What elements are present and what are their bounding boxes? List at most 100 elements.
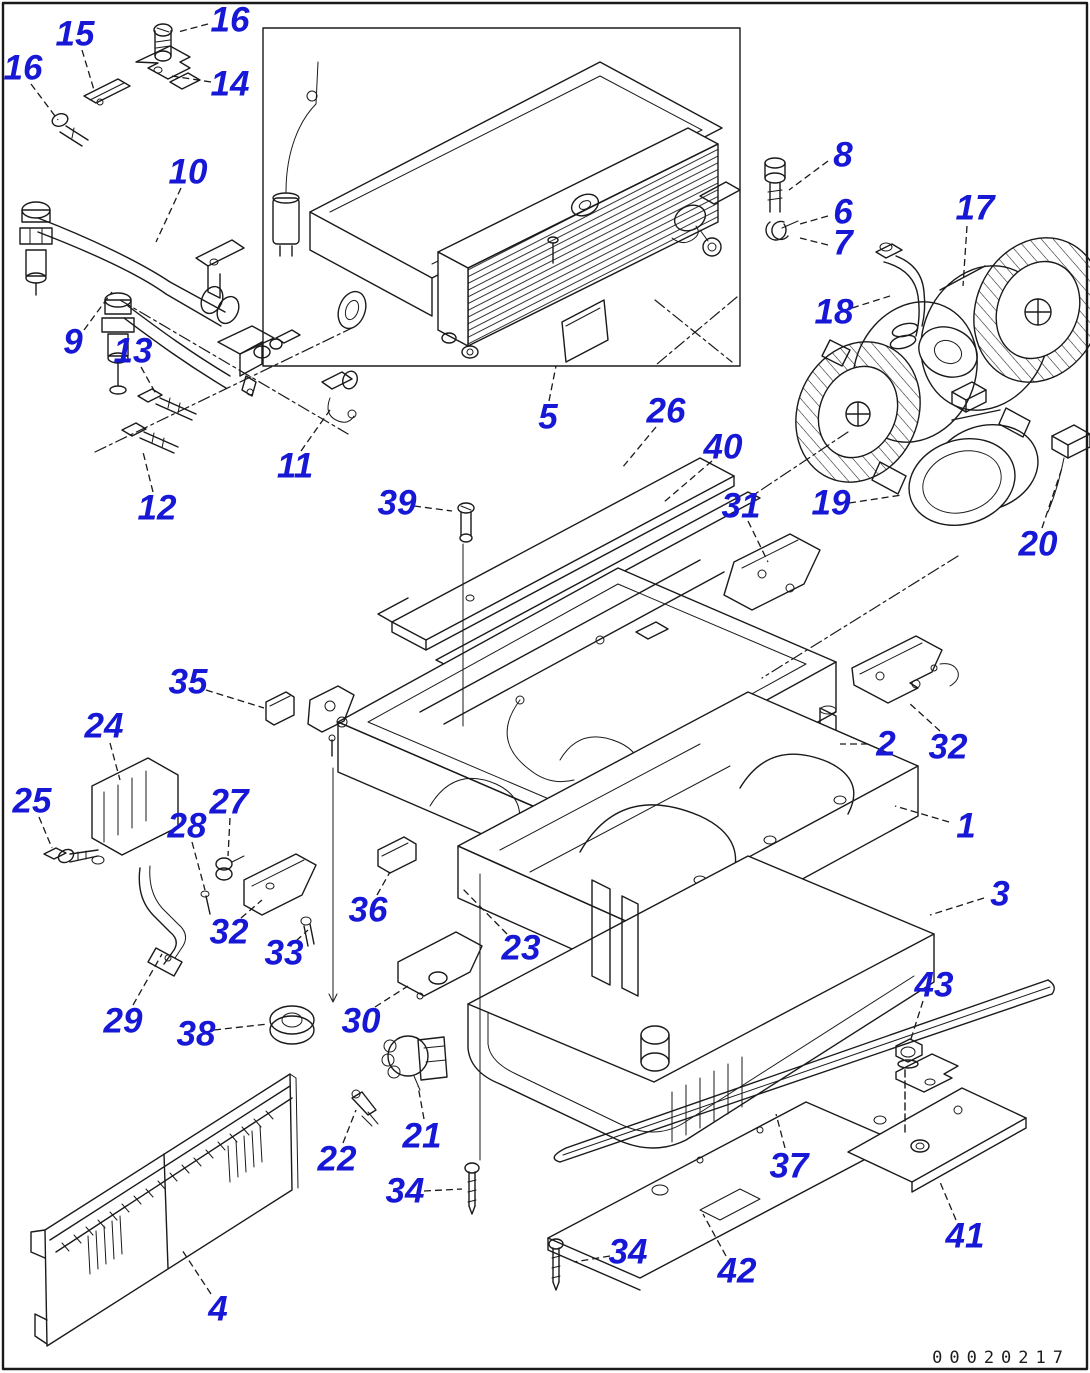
- part-face-panel: [30, 1073, 299, 1347]
- callout-16-top[interactable]: 16: [211, 1, 250, 40]
- callout-13[interactable]: 13: [114, 332, 153, 371]
- callout-14[interactable]: 14: [211, 65, 250, 104]
- callout-12[interactable]: 12: [138, 489, 177, 528]
- part-heater-pipes: [19, 23, 358, 454]
- leader-line-17: [962, 225, 968, 287]
- callout-32-left[interactable]: 32: [210, 913, 249, 952]
- leader-line-24: [109, 742, 121, 781]
- part-upper-case: [337, 559, 837, 867]
- leader-line-35: [205, 689, 265, 709]
- leader-lines: [30, 23, 1063, 1295]
- leader-line-41: [939, 1181, 957, 1221]
- callout-19[interactable]: 19: [812, 484, 851, 523]
- part-heater-core-assembly: [272, 61, 741, 363]
- callout-27[interactable]: 27: [209, 783, 250, 822]
- leader-line-30: [374, 985, 409, 1008]
- callout-35[interactable]: 35: [169, 663, 208, 702]
- leader-line-33: [295, 929, 309, 942]
- part-lower-case: [467, 855, 935, 1149]
- leader-line-27: [227, 817, 231, 857]
- callout-23[interactable]: 23: [501, 929, 541, 968]
- callout-29[interactable]: 29: [103, 1002, 143, 1041]
- callout-3[interactable]: 3: [990, 875, 1010, 914]
- leader-line-21: [417, 1085, 425, 1120]
- callout-1[interactable]: 1: [956, 807, 975, 846]
- callout-28[interactable]: 28: [167, 807, 207, 846]
- leader-line-43: [909, 1000, 924, 1043]
- callout-16-left[interactable]: 16: [4, 49, 43, 88]
- leader-line-23: [461, 887, 508, 935]
- callout-24[interactable]: 24: [84, 707, 124, 746]
- callout-21[interactable]: 21: [402, 1117, 442, 1156]
- callout-2[interactable]: 2: [875, 725, 896, 764]
- callout-25[interactable]: 25: [12, 782, 52, 821]
- callout-7[interactable]: 7: [833, 224, 854, 263]
- callout-20[interactable]: 20: [1018, 525, 1058, 564]
- callout-22[interactable]: 22: [317, 1140, 357, 1179]
- leader-line-34-bottom: [573, 1255, 611, 1263]
- callout-34-left[interactable]: 34: [386, 1172, 425, 1211]
- callout-38[interactable]: 38: [177, 1015, 216, 1054]
- leader-line-36: [376, 871, 391, 896]
- leader-line-32-left: [240, 899, 263, 919]
- callout-39[interactable]: 39: [378, 484, 417, 523]
- part-mount-bracket: [847, 1038, 1027, 1193]
- callout-37[interactable]: 37: [770, 1147, 810, 1186]
- callout-41[interactable]: 41: [945, 1217, 985, 1256]
- callout-26[interactable]: 26: [646, 392, 686, 431]
- leader-line-28: [191, 841, 206, 891]
- callout-33[interactable]: 33: [265, 934, 304, 973]
- leader-line-12: [142, 451, 154, 493]
- callout-32-right[interactable]: 32: [929, 728, 968, 767]
- callout-18[interactable]: 18: [815, 293, 854, 332]
- inset-box: [262, 27, 741, 367]
- leader-line-16-top: [177, 23, 209, 33]
- leader-line-29: [132, 953, 163, 1006]
- leader-line-7: [799, 237, 829, 246]
- leader-line-32-right: [907, 701, 941, 732]
- leader-line-26: [621, 426, 657, 469]
- leader-line-8: [788, 160, 829, 191]
- leader-line-38: [213, 1023, 269, 1031]
- callout-42[interactable]: 42: [717, 1252, 757, 1291]
- leader-line-42: [702, 1213, 727, 1257]
- leader-line-34-left: [423, 1188, 463, 1192]
- leader-line-20: [1041, 467, 1063, 529]
- callout-8[interactable]: 8: [833, 136, 853, 175]
- callout-4[interactable]: 4: [207, 1290, 227, 1329]
- callout-15[interactable]: 15: [56, 15, 95, 54]
- leader-line-13: [140, 366, 157, 395]
- leader-line-3: [929, 897, 985, 916]
- leader-line-14: [171, 75, 212, 83]
- leader-line-5: [548, 365, 557, 402]
- part-seal-strip: [553, 979, 1055, 1163]
- callout-17[interactable]: 17: [956, 189, 996, 228]
- callout-36[interactable]: 36: [349, 891, 388, 930]
- leader-line-11: [300, 409, 331, 452]
- callout-34-bottom[interactable]: 34: [609, 1233, 648, 1272]
- assembly-centerlines: [328, 543, 481, 1161]
- leader-line-37: [775, 1113, 786, 1149]
- callout-43[interactable]: 43: [914, 966, 954, 1005]
- leader-line-39: [413, 505, 453, 512]
- part-blower-motor-assembly: [764, 157, 1090, 526]
- callout-10[interactable]: 10: [169, 153, 208, 192]
- callout-9[interactable]: 9: [63, 323, 83, 362]
- callout-6[interactable]: 6: [833, 193, 853, 232]
- callout-30[interactable]: 30: [342, 1002, 381, 1041]
- leader-line-22: [342, 1109, 357, 1144]
- callout-40[interactable]: 40: [703, 428, 743, 467]
- leader-line-10: [155, 187, 182, 243]
- callout-11[interactable]: 11: [277, 447, 313, 486]
- leader-line-9: [83, 291, 113, 331]
- callout-5[interactable]: 5: [538, 398, 558, 437]
- callout-31[interactable]: 31: [722, 487, 761, 526]
- leader-line-18: [851, 295, 891, 309]
- leader-line-6: [799, 215, 829, 225]
- leader-line-4: [181, 1249, 212, 1295]
- part-resistor-and-brackets: [43, 502, 959, 1291]
